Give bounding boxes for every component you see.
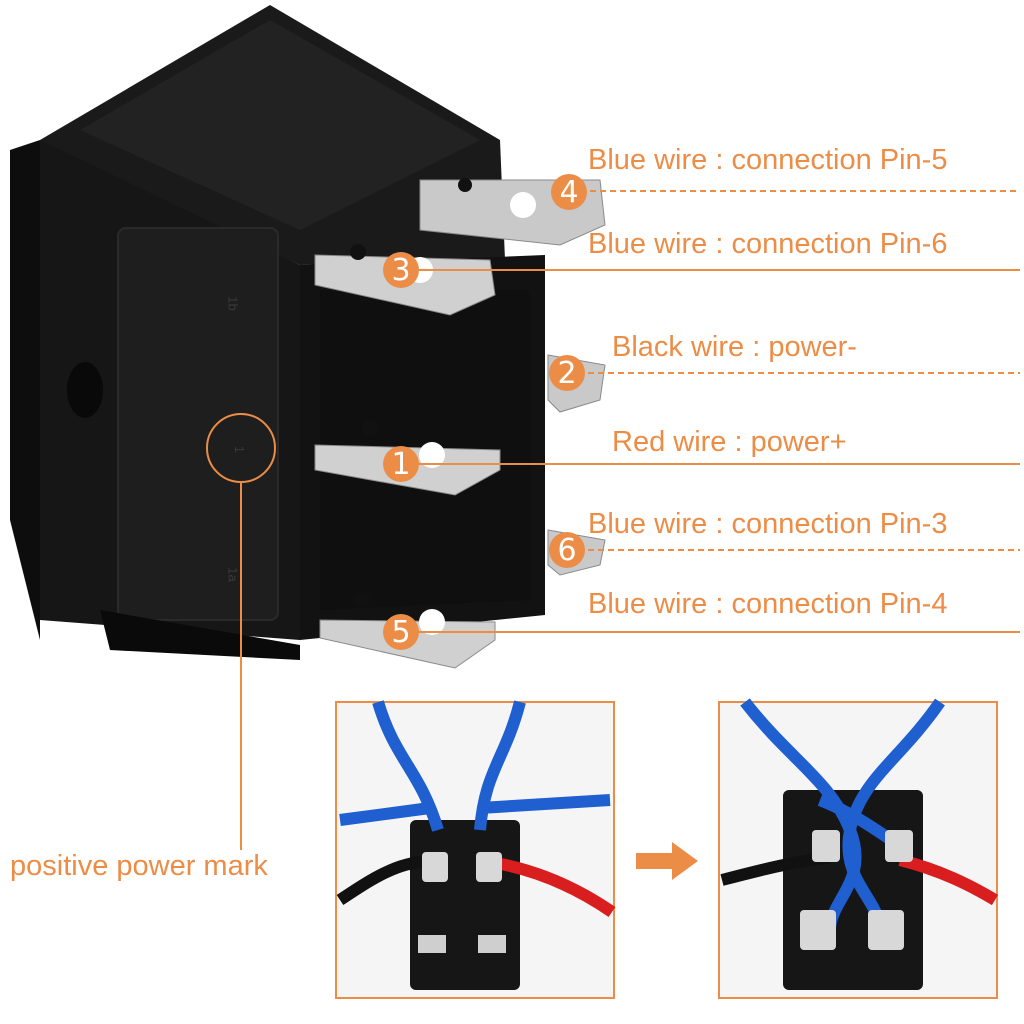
pin-badge-2: 2 [549,355,585,391]
pin-badge-6: 6 [549,532,585,568]
arrow-right-icon [636,842,698,880]
callout-leaders [402,190,1020,633]
pin-badge-4: 4 [551,174,587,210]
callout-text-power-plus: Red wire : power+ [612,426,847,458]
rocker-switch [10,5,545,660]
callout-text-pin4: Blue wire : connection Pin-4 [588,588,948,620]
switch-marking-1a: 1a [225,567,241,582]
wiring-photo-after [718,698,999,999]
callout-text-pin5: Blue wire : connection Pin-5 [588,144,948,176]
callout-text-pin3: Blue wire : connection Pin-3 [588,508,948,540]
callout-text-power-minus: Black wire : power- [612,331,857,363]
positive-power-mark-label: positive power mark [10,850,268,882]
switch-marking-1b: 1b [225,296,241,311]
switch-marking-1: 1 [232,445,248,454]
pin-badge-3: 3 [383,252,419,288]
callout-text-pin6: Blue wire : connection Pin-6 [588,228,948,260]
pin-badge-5: 5 [383,614,419,650]
positive-mark-indicator [206,413,276,850]
pin-badge-1: 1 [383,446,419,482]
wiring-photo-before [335,700,616,999]
